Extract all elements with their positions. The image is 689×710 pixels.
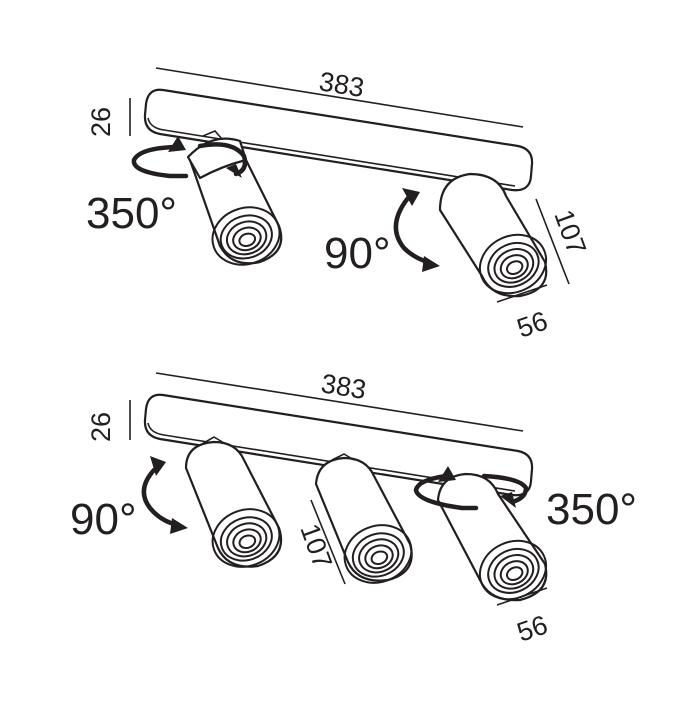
dimension-length-top: 383 [155, 66, 524, 128]
spotlight-middle-bottom [314, 453, 421, 593]
dimension-height-bottom: 26 [86, 400, 131, 442]
tilt-label-bottom: 90° [70, 495, 137, 544]
tilt-label-top: 90° [324, 229, 391, 278]
figure-top: 383 26 350° [86, 66, 592, 343]
figure-bottom: 383 26 [70, 368, 637, 647]
dim-spot-diameter-label: 56 [513, 306, 551, 344]
dim-height-label: 26 [86, 107, 116, 137]
rotation-label-bottom: 350° [546, 485, 637, 534]
tilt-90-arrow-bottom [141, 456, 188, 534]
dimension-height-top: 26 [86, 98, 131, 137]
rotate-350-arrows-top [131, 136, 248, 179]
dim-spot-length-label: 107 [548, 206, 592, 259]
spotlight-right-bottom [436, 472, 557, 611]
dim-length-label: 383 [319, 368, 368, 405]
dim-spot-diameter-label: 56 [513, 610, 551, 648]
rotate-350-arrows-bottom [413, 466, 529, 511]
track-bar-top [143, 88, 534, 192]
dim-length-label: 383 [317, 66, 366, 103]
rotation-label-top: 350° [86, 189, 177, 238]
spotlight-right-top [438, 172, 557, 305]
dimension-length-bottom: 383 [155, 368, 524, 432]
dim-height-label: 26 [86, 412, 116, 442]
tilt-90-arrow-top [393, 188, 440, 272]
dim-spot-length-label: 107 [294, 520, 338, 573]
spotlight-left-bottom [184, 436, 289, 577]
